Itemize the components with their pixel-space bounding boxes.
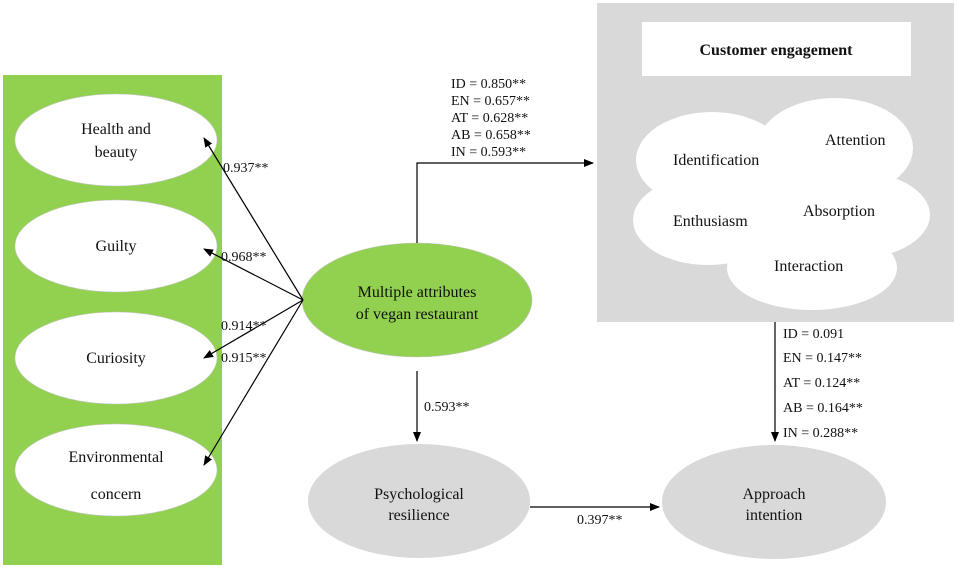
- central-node: Multiple attributes of vegan restaurant: [301, 242, 533, 358]
- resilience-label-2: resilience: [388, 507, 449, 524]
- engagement-cloud: [633, 98, 930, 310]
- arrow-central-to-curiosity: [203, 299, 304, 359]
- arrow-central-to-health: [203, 137, 304, 301]
- arrow-central-to-guilty: [203, 248, 304, 301]
- coef-approach-ab: AB = 0.164**: [783, 401, 863, 416]
- central-label-1: Multiple attributes: [358, 284, 477, 301]
- approach-label-2: intention: [746, 507, 803, 524]
- antecedent-environmental-label-1: Environmental: [68, 449, 164, 466]
- antecedent-guilty-label: Guilty: [96, 238, 137, 255]
- antecedent-guilty: Guilty: [14, 199, 218, 293]
- antecedent-environmental-label-2: concern: [91, 486, 142, 503]
- antecedent-health-beauty: Health and beauty: [14, 93, 218, 187]
- resilience-label-1: Psychological: [374, 486, 464, 503]
- antecedent-curiosity: Curiosity: [14, 311, 218, 405]
- arrow-central-to-environmental: [203, 299, 304, 466]
- approach-node: Approach intention: [662, 445, 886, 559]
- antecedent-curiosity-label: Curiosity: [86, 350, 146, 367]
- coef-engagement-id: ID = 0.850**: [451, 77, 526, 92]
- engagement-title: Customer engagement: [699, 42, 853, 59]
- coef-environmental: 0.915**: [221, 351, 267, 366]
- antecedent-environmental-concern: Environmental concern: [14, 423, 218, 517]
- antecedent-health-label-2: beauty: [95, 144, 138, 161]
- coef-approach-en: EN = 0.147**: [783, 351, 862, 366]
- engagement-dim-attention: Attention: [825, 132, 885, 149]
- engagement-dim-enthusiasm: Enthusiasm: [673, 213, 748, 230]
- antecedent-health-label-1: Health and: [81, 121, 151, 138]
- engagement-dim-interaction: Interaction: [774, 258, 843, 275]
- coef-engagement-ab: AB = 0.658**: [451, 128, 531, 143]
- coef-approach-in: IN = 0.288**: [783, 426, 858, 441]
- approach-label-1: Approach: [742, 486, 805, 503]
- coef-guilty: 0.968**: [221, 250, 267, 265]
- coef-resilience: 0.593**: [424, 400, 470, 415]
- central-label-2: of vegan restaurant: [356, 306, 479, 323]
- coef-approach-at: AT = 0.124**: [783, 376, 860, 391]
- arrow-central-to-engagement: [416, 159, 594, 243]
- engagement-title-box: [642, 22, 911, 76]
- coef-curiosity: 0.914**: [221, 319, 267, 334]
- coef-approach-id: ID = 0.091: [783, 327, 844, 342]
- coef-engagement-en: EN = 0.657**: [451, 94, 530, 109]
- resilience-node: Psychological resilience: [308, 444, 530, 558]
- engagement-dim-absorption: Absorption: [803, 203, 875, 220]
- coef-resilience-approach: 0.397**: [577, 513, 623, 528]
- coef-health: 0.937**: [223, 161, 269, 176]
- coef-engagement-at: AT = 0.628**: [451, 111, 528, 126]
- coef-engagement-in: IN = 0.593**: [451, 145, 526, 160]
- engagement-dim-identification: Identification: [673, 152, 759, 169]
